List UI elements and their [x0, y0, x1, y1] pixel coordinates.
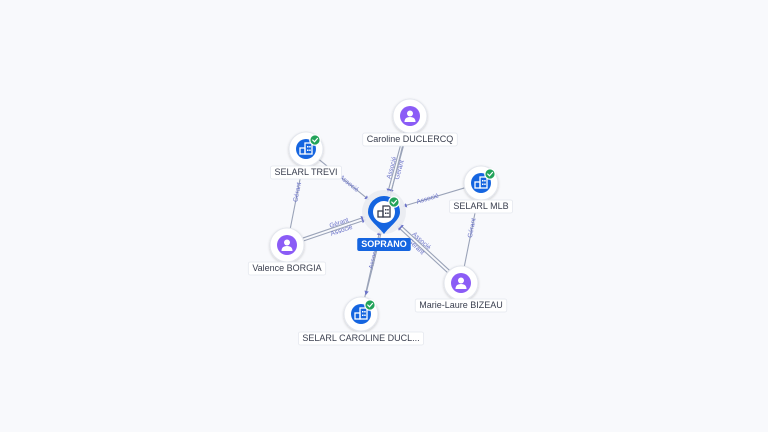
- building-shape: [479, 176, 488, 189]
- node-label: SOPRANO: [361, 239, 407, 249]
- node-label-background: [448, 199, 514, 214]
- node-label-background: [247, 261, 327, 276]
- node-mlb[interactable]: SELARL MLB: [448, 165, 514, 214]
- node-name: Caroline DUCLERCQ: [362, 132, 458, 147]
- edge-label: Gérant: [292, 182, 303, 203]
- node-caroline[interactable]: Caroline DUCLERCQ: [362, 98, 458, 147]
- edge-label: Associé: [416, 192, 440, 205]
- person-body: [281, 246, 293, 251]
- center-name: SOPRANO: [357, 238, 411, 251]
- building-window: [482, 183, 484, 185]
- node-label-background: [297, 331, 425, 346]
- node-caroline_co[interactable]: SELARL CAROLINE DUCL...: [297, 296, 425, 346]
- edges-layer: GérantAssociéAssociéAssociéGérantAssocié…: [289, 130, 479, 299]
- building-window: [385, 209, 387, 211]
- building-shape: [382, 205, 391, 218]
- node-label-background: [414, 298, 508, 313]
- edge-line: [397, 226, 449, 274]
- node-label: SELARL CAROLINE DUCL...: [302, 333, 419, 343]
- verified-check-icon: [484, 168, 496, 180]
- node-label: SELARL MLB: [453, 201, 508, 211]
- building-window: [309, 146, 311, 148]
- center-node[interactable]: SOPRANO: [357, 190, 411, 251]
- node-name: Valence BORGIA: [247, 261, 327, 276]
- node-name: SELARL CAROLINE DUCL...: [297, 331, 425, 346]
- node-label: Caroline DUCLERCQ: [367, 134, 454, 144]
- building-window: [307, 146, 309, 148]
- verified-check-icon: [388, 196, 400, 208]
- building-window: [362, 314, 364, 316]
- building-window: [309, 149, 311, 151]
- building-window: [484, 183, 486, 185]
- node-name: SELARL MLB: [448, 199, 514, 214]
- edge-line: [399, 223, 451, 272]
- node-bizeau[interactable]: Marie-Laure BIZEAU: [414, 265, 508, 313]
- building-window: [484, 180, 486, 182]
- node-trevi[interactable]: SELARL TREVI: [270, 131, 342, 180]
- edge-line: [402, 187, 466, 208]
- edge-label: Gérant: [467, 217, 478, 238]
- person-icon: [455, 277, 467, 289]
- person-body: [455, 284, 467, 289]
- edge-line: [302, 218, 367, 242]
- node-name: Marie-Laure BIZEAU: [414, 298, 508, 313]
- building-icon: [354, 307, 368, 320]
- node-label-background: [362, 132, 458, 147]
- building-icon: [377, 205, 391, 218]
- node-label: Valence BORGIA: [252, 263, 321, 273]
- building-window: [364, 311, 366, 313]
- nodes-layer: Caroline DUCLERCQ SELARL TREVI SELARL MLB V…: [247, 98, 514, 346]
- node-valence[interactable]: Valence BORGIA: [247, 227, 327, 276]
- node-name: SELARL TREVI: [270, 165, 342, 180]
- building-shape: [359, 307, 368, 320]
- edge-line: [301, 216, 366, 239]
- node-label: SELARL TREVI: [274, 167, 337, 177]
- building-window: [482, 180, 484, 182]
- building-window: [387, 209, 389, 211]
- building-shape: [304, 142, 313, 155]
- person-icon: [404, 110, 416, 122]
- building-icon: [299, 142, 313, 155]
- building-window: [385, 212, 387, 214]
- person-head: [458, 277, 464, 284]
- verified-check-icon: [309, 134, 321, 146]
- building-window: [307, 149, 309, 151]
- verified-check-icon: [364, 299, 376, 311]
- edge-label: Associé: [368, 246, 380, 270]
- person-head: [284, 239, 290, 246]
- building-window: [362, 311, 364, 313]
- node-label-background: [270, 165, 342, 180]
- person-head: [407, 110, 413, 117]
- person-body: [404, 117, 416, 122]
- node-label: Marie-Laure BIZEAU: [419, 300, 503, 310]
- node-label-background: [357, 238, 411, 251]
- building-window: [364, 314, 366, 316]
- person-icon: [281, 239, 293, 251]
- building-window: [387, 212, 389, 214]
- building-icon: [474, 176, 488, 189]
